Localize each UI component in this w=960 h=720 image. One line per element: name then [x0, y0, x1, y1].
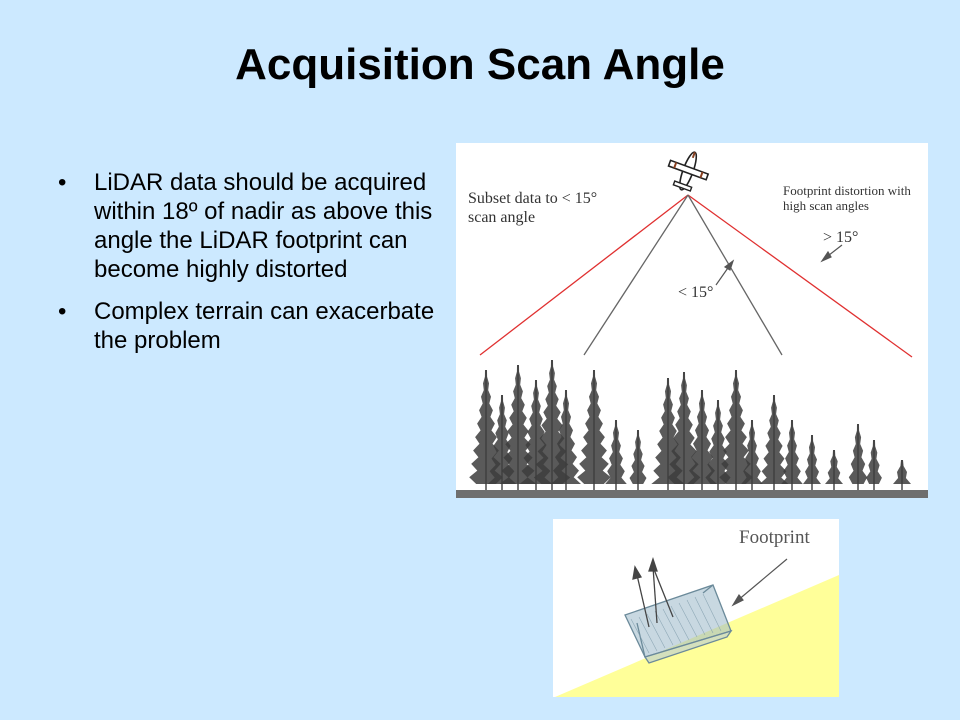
- bullet-text: LiDAR data should be acquired within 18º…: [94, 169, 433, 283]
- tree-icon: [781, 420, 803, 484]
- footprint-pointer-arrow: [731, 558, 788, 607]
- bullet-item: • LiDAR data should be acquired within 1…: [58, 168, 458, 284]
- bullet-dot: •: [58, 298, 67, 325]
- tree-icon: [629, 430, 647, 484]
- bullet-list: • LiDAR data should be acquired within 1…: [58, 168, 458, 368]
- slide-title: Acquisition Scan Angle: [235, 40, 725, 89]
- footprint-graphic: [555, 556, 839, 697]
- tree-icon: [825, 450, 843, 484]
- tree-icon: [651, 378, 685, 484]
- bullet-text: Complex terrain can exacerbate the probl…: [94, 298, 435, 354]
- distortion-label: Footprint distortion with high scan angl…: [783, 183, 911, 213]
- forest: [469, 360, 911, 490]
- low-angle-line-left: [583, 194, 689, 356]
- tree-icon: [687, 390, 717, 484]
- airplane-icon: [667, 151, 710, 192]
- tree-icon: [719, 370, 753, 484]
- tree-icon: [605, 420, 627, 484]
- tree-icon: [741, 420, 763, 484]
- less-angle-arrow: [715, 259, 735, 286]
- high-angle-line-left: [479, 194, 689, 356]
- bullet-dot: •: [58, 169, 67, 196]
- greater-angle-arrow: [820, 244, 843, 263]
- bullet-item: • Complex terrain can exacerbate the pro…: [58, 297, 458, 355]
- less-angle-label: < 15°: [678, 284, 714, 301]
- footprint-label: Footprint: [739, 527, 810, 548]
- scan-angle-graphic: [469, 151, 913, 490]
- footprint-box: [624, 584, 733, 664]
- tree-icon: [893, 460, 911, 484]
- footprint-diagram: Footprint: [553, 519, 839, 697]
- low-angle-line-right: [687, 194, 783, 356]
- tree-icon: [866, 440, 882, 484]
- ground-line: [456, 490, 928, 498]
- tree-icon: [848, 424, 868, 484]
- tree-icon: [551, 390, 581, 484]
- high-angle-line-right: [687, 194, 913, 358]
- subset-label: Subset data to < 15° scan angle: [468, 190, 598, 226]
- scan-angle-diagram: Subset data to < 15° scan angle Footprin…: [456, 143, 928, 498]
- tree-icon: [803, 435, 821, 484]
- greater-angle-label: > 15°: [823, 229, 859, 246]
- tree-icon: [577, 370, 611, 484]
- tree-icon: [759, 395, 789, 484]
- laser-arrows: [632, 556, 674, 628]
